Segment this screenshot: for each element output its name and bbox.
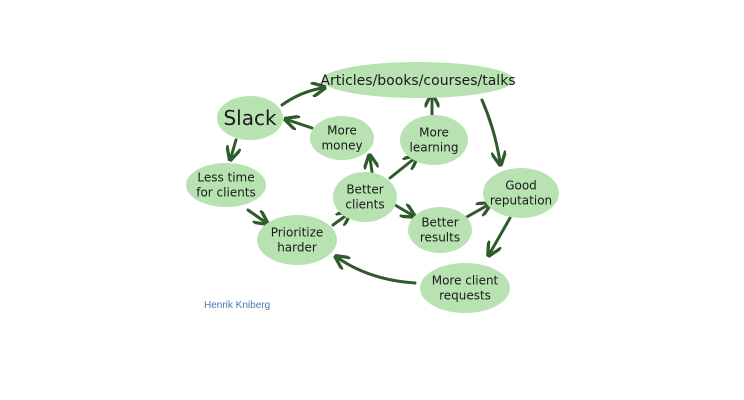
arrow-articles-to-good-reputation [480, 98, 500, 162]
arrow-client-requests-to-prioritize [338, 258, 417, 285]
arrow-slack-to-articles [280, 88, 322, 107]
node-label: money [321, 139, 362, 153]
node-label: Less time [197, 171, 254, 185]
arrow-better-clients-to-more-learning [388, 158, 415, 180]
node-label: Prioritize [271, 226, 324, 240]
node-label: reputation [490, 194, 552, 208]
arrow-less-time-to-prioritize [246, 208, 265, 222]
node-bubble [420, 263, 510, 313]
arrow-better-clients-to-more-money [370, 158, 372, 174]
arrow-more-money-to-slack [288, 120, 314, 128]
node-label: More [419, 126, 449, 140]
node-label: More [327, 124, 357, 138]
node-articles: Articles/books/courses/talks [320, 62, 516, 98]
node-bubble [322, 62, 514, 98]
node-bubble [310, 116, 374, 160]
arrow-better-clients-to-better-results [393, 205, 412, 215]
arrow-good-reputation-to-client-requests [490, 216, 512, 253]
node-label: Slack [223, 106, 277, 130]
node-slack: Slack [217, 96, 283, 140]
node-label: learning [410, 141, 459, 155]
node-label: harder [277, 241, 317, 255]
arrow-slack-to-less-time [231, 138, 236, 157]
node-bubble [186, 163, 266, 207]
arrow-better-results-to-good-reputation [463, 205, 488, 220]
node-label: Good [505, 179, 537, 193]
node-label: Better [421, 216, 458, 230]
node-bubble [483, 168, 559, 218]
node-bubble [217, 96, 283, 140]
node-label: clients [345, 198, 384, 212]
node-label: More client [432, 274, 499, 288]
author-credit: Henrik Kniberg [204, 300, 271, 311]
node-label: Articles/books/courses/talks [320, 73, 515, 89]
node-label: for clients [196, 186, 256, 200]
node-bubble [257, 215, 337, 265]
node-bubble [333, 172, 397, 222]
node-bubble [408, 207, 472, 253]
node-label: requests [439, 289, 491, 303]
node-bubble [400, 115, 468, 165]
node-label: results [420, 231, 460, 245]
node-label: Better [346, 183, 383, 197]
